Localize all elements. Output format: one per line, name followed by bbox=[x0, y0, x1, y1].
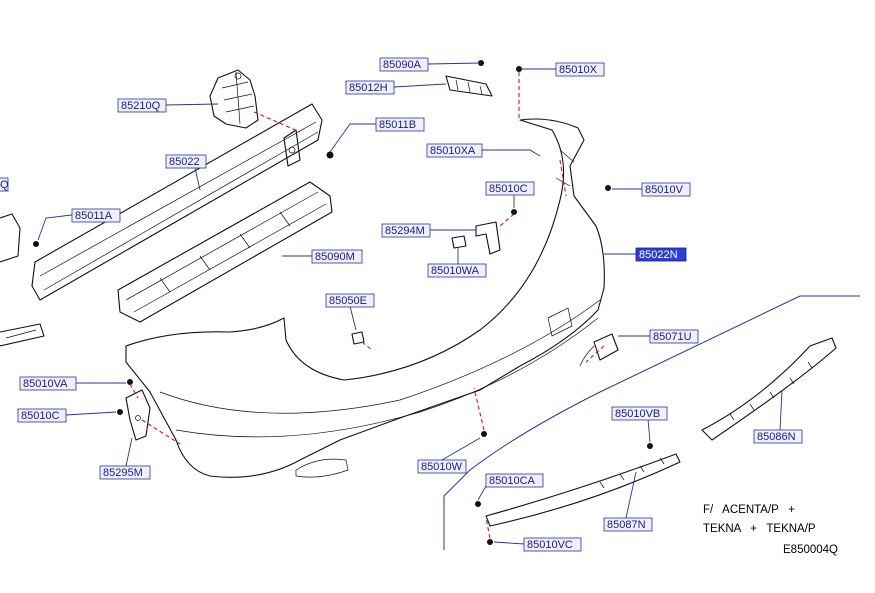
svg-text:85022N: 85022N bbox=[639, 249, 678, 261]
bracket-85295m-drawing bbox=[125, 389, 151, 441]
callout-85010xa[interactable]: 85010XA bbox=[426, 143, 483, 158]
bracket-85294m-drawing bbox=[475, 221, 501, 255]
svg-text:85012H: 85012H bbox=[349, 82, 388, 94]
variant-note-line1: F/ ACENTA/P + bbox=[703, 504, 795, 516]
svg-text:85022: 85022 bbox=[169, 156, 200, 168]
svg-text:85210Q: 85210Q bbox=[121, 100, 161, 112]
callout-85010vb[interactable]: 85010VB bbox=[611, 406, 668, 421]
bracket-85210q-drawing bbox=[209, 69, 259, 129]
svg-text:85010X: 85010X bbox=[559, 64, 598, 76]
svg-text:85011A: 85011A bbox=[75, 210, 113, 222]
leader-lines bbox=[37, 62, 783, 545]
callout-85022[interactable]: 85022 bbox=[165, 154, 207, 169]
svg-text:85086N: 85086N bbox=[757, 431, 796, 443]
callout-85010v[interactable]: 85010V bbox=[641, 182, 691, 197]
cover-85071u-drawing bbox=[579, 333, 619, 367]
svg-text:85010CA: 85010CA bbox=[489, 475, 536, 487]
callout-85295m[interactable]: 85295M bbox=[99, 465, 151, 480]
clip-85050e-drawing bbox=[351, 331, 365, 345]
svg-text:85011B: 85011B bbox=[379, 119, 416, 131]
svg-text:85010XA: 85010XA bbox=[430, 145, 476, 157]
callout-85012h[interactable]: 85012H bbox=[345, 80, 395, 95]
svg-text:85090A: 85090A bbox=[383, 59, 422, 71]
svg-text:Q: Q bbox=[0, 179, 9, 191]
callout-85010vc[interactable]: 85010VC bbox=[523, 537, 582, 552]
svg-text:85010C: 85010C bbox=[489, 183, 528, 195]
variant-separator bbox=[443, 295, 860, 550]
callout-85010c-left[interactable]: 85010C bbox=[17, 408, 67, 423]
svg-text:85010VA: 85010VA bbox=[23, 378, 68, 390]
assembly-dash-lines bbox=[129, 72, 605, 539]
svg-text:85071U: 85071U bbox=[653, 331, 692, 343]
fasteners bbox=[33, 66, 653, 545]
callout-85086n[interactable]: 85086N bbox=[753, 429, 803, 444]
callout-85087n[interactable]: 85087N bbox=[603, 517, 653, 532]
svg-text:85087N: 85087N bbox=[607, 519, 646, 531]
svg-text:85010VC: 85010VC bbox=[527, 539, 573, 551]
svg-text:85010WA: 85010WA bbox=[431, 265, 480, 277]
callout-85011b[interactable]: 85011B bbox=[375, 117, 425, 132]
callout-85010x[interactable]: 85010X bbox=[555, 62, 605, 77]
callout-85071u[interactable]: 85071U bbox=[649, 329, 699, 344]
callout-85210q[interactable]: 85210Q bbox=[117, 98, 167, 113]
svg-text:85010C: 85010C bbox=[21, 410, 60, 422]
callout-85010w[interactable]: 85010W bbox=[417, 459, 467, 474]
clip-85010wa-drawing bbox=[451, 235, 467, 249]
variant-note-line2: TEKNA + TEKNA/P bbox=[703, 523, 816, 535]
callout-85090m[interactable]: 85090M bbox=[311, 249, 363, 264]
svg-text:85010W: 85010W bbox=[421, 461, 463, 473]
left-edge-parts-drawing bbox=[0, 213, 45, 347]
diffuser-85087n-drawing bbox=[485, 453, 681, 527]
garnish-85086n-drawing bbox=[701, 337, 837, 441]
callout-85090a[interactable]: 85090A bbox=[379, 57, 429, 72]
bracket-85012h-drawing bbox=[445, 60, 493, 97]
callout-q-edge[interactable]: Q bbox=[0, 177, 9, 192]
svg-text:85050E: 85050E bbox=[329, 295, 367, 307]
svg-text:85010VB: 85010VB bbox=[615, 408, 660, 420]
callout-85010c-top[interactable]: 85010C bbox=[485, 181, 535, 196]
svg-text:85295M: 85295M bbox=[103, 467, 143, 479]
callout-85022n[interactable]: 85022N bbox=[635, 247, 687, 262]
svg-text:85010V: 85010V bbox=[645, 184, 684, 196]
svg-text:85090M: 85090M bbox=[315, 251, 355, 263]
callout-85010ca[interactable]: 85010CA bbox=[485, 473, 544, 488]
callout-85050e[interactable]: 85050E bbox=[325, 293, 375, 308]
absorber-85090m-drawing bbox=[117, 181, 333, 323]
diagram-code: E850004Q bbox=[783, 544, 838, 556]
reinforcement-85022-drawing bbox=[31, 103, 323, 301]
callout-85294m[interactable]: 85294M bbox=[381, 223, 431, 238]
bumper-fascia-85022n-drawing bbox=[125, 118, 605, 478]
callout-85011a[interactable]: 85011A bbox=[71, 208, 121, 223]
callout-85010wa[interactable]: 85010WA bbox=[427, 263, 487, 278]
callout-85010va[interactable]: 85010VA bbox=[19, 376, 77, 391]
svg-text:85294M: 85294M bbox=[385, 225, 425, 237]
